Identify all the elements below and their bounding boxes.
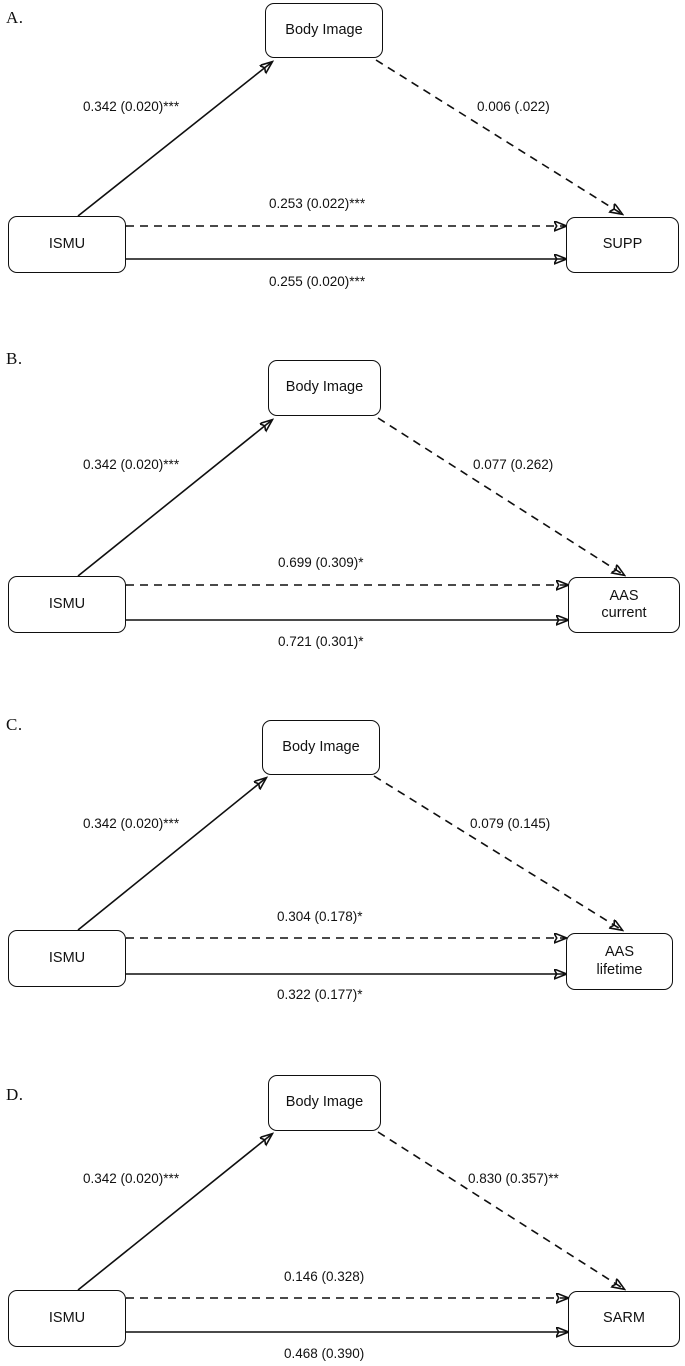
label-direct-path: 0.304 (0.178)* bbox=[277, 909, 363, 924]
label-direct-path: 0.253 (0.022)*** bbox=[269, 196, 366, 211]
edge-a-path bbox=[77, 778, 266, 931]
label-b-path: 0.079 (0.145) bbox=[470, 816, 551, 831]
edge-b-path bbox=[377, 417, 624, 575]
edge-b-path bbox=[373, 775, 622, 930]
node-mediator-label: Body Image bbox=[285, 379, 364, 396]
panel-b-edges bbox=[77, 417, 685, 690]
node-predictor-label: ISMU bbox=[48, 235, 86, 252]
node-outcome-aas-current[interactable]: AAS current bbox=[568, 577, 680, 633]
node-predictor-label: ISMU bbox=[48, 949, 86, 966]
node-outcome-label: AAS lifetime bbox=[596, 944, 643, 978]
node-mediator-label: Body Image bbox=[285, 1094, 364, 1111]
node-mediator-body-image[interactable]: Body Image bbox=[268, 360, 381, 416]
panel-a: A. Body Image ISMU SUPP bbox=[0, 0, 685, 340]
label-total-path: 0.322 (0.177)* bbox=[277, 987, 363, 1002]
panel-b-letter: B. bbox=[6, 349, 23, 368]
label-b-path: 0.830 (0.357)** bbox=[468, 1171, 559, 1186]
panel-c-letter: C. bbox=[6, 715, 23, 734]
panel-a-edges bbox=[77, 59, 685, 340]
edge-b-path bbox=[375, 59, 622, 214]
node-outcome-supp[interactable]: SUPP bbox=[566, 217, 679, 273]
panel-c: C. Body Image ISMU AAS lifetime 0.342 bbox=[0, 690, 685, 1040]
panel-d-edges bbox=[77, 1131, 685, 1366]
label-b-path: 0.077 (0.262) bbox=[473, 457, 554, 472]
label-a-path: 0.342 (0.020)*** bbox=[83, 457, 180, 472]
node-mediator-body-image[interactable]: Body Image bbox=[262, 720, 380, 775]
node-outcome-aas-lifetime[interactable]: AAS lifetime bbox=[566, 933, 673, 990]
node-predictor-ismu[interactable]: ISMU bbox=[8, 1290, 126, 1347]
label-direct-path: 0.699 (0.309)* bbox=[278, 555, 364, 570]
node-mediator-body-image[interactable]: Body Image bbox=[268, 1075, 381, 1131]
node-outcome-label: AAS current bbox=[601, 587, 647, 621]
node-outcome-label: SUPP bbox=[602, 236, 643, 253]
label-direct-path: 0.146 (0.328) bbox=[284, 1269, 365, 1284]
panel-c-edges bbox=[77, 775, 685, 1040]
label-a-path: 0.342 (0.020)*** bbox=[83, 816, 180, 831]
edge-a-path bbox=[77, 62, 272, 217]
label-a-path: 0.342 (0.020)*** bbox=[83, 99, 180, 114]
node-mediator-label: Body Image bbox=[285, 21, 363, 38]
edge-b-path bbox=[377, 1131, 624, 1289]
panel-d: D. Body Image ISMU SARM 0.342 (0.020) bbox=[0, 1040, 685, 1366]
node-mediator-label: Body Image bbox=[282, 738, 360, 755]
panel-d-letter: D. bbox=[6, 1085, 24, 1104]
node-mediator-body-image[interactable]: Body Image bbox=[265, 3, 383, 58]
node-predictor-label: ISMU bbox=[48, 595, 86, 612]
node-predictor-ismu[interactable]: ISMU bbox=[8, 930, 126, 987]
label-total-path: 0.255 (0.020)*** bbox=[269, 274, 366, 289]
node-predictor-ismu[interactable]: ISMU bbox=[8, 576, 126, 633]
edge-a-path bbox=[77, 1134, 272, 1291]
label-a-path: 0.342 (0.020)*** bbox=[83, 1171, 180, 1186]
node-predictor-ismu[interactable]: ISMU bbox=[8, 216, 126, 273]
node-predictor-label: ISMU bbox=[48, 1309, 86, 1326]
panel-b: B. Body Image ISMU AAS current 0.342 bbox=[0, 340, 685, 690]
label-total-path: 0.468 (0.390) bbox=[284, 1346, 365, 1361]
edge-a-path bbox=[77, 420, 272, 577]
label-total-path: 0.721 (0.301)* bbox=[278, 634, 364, 649]
label-b-path: 0.006 (.022) bbox=[477, 99, 550, 114]
node-outcome-sarm[interactable]: SARM bbox=[568, 1291, 680, 1347]
node-outcome-label: SARM bbox=[603, 1310, 645, 1327]
panel-a-letter: A. bbox=[6, 8, 24, 27]
